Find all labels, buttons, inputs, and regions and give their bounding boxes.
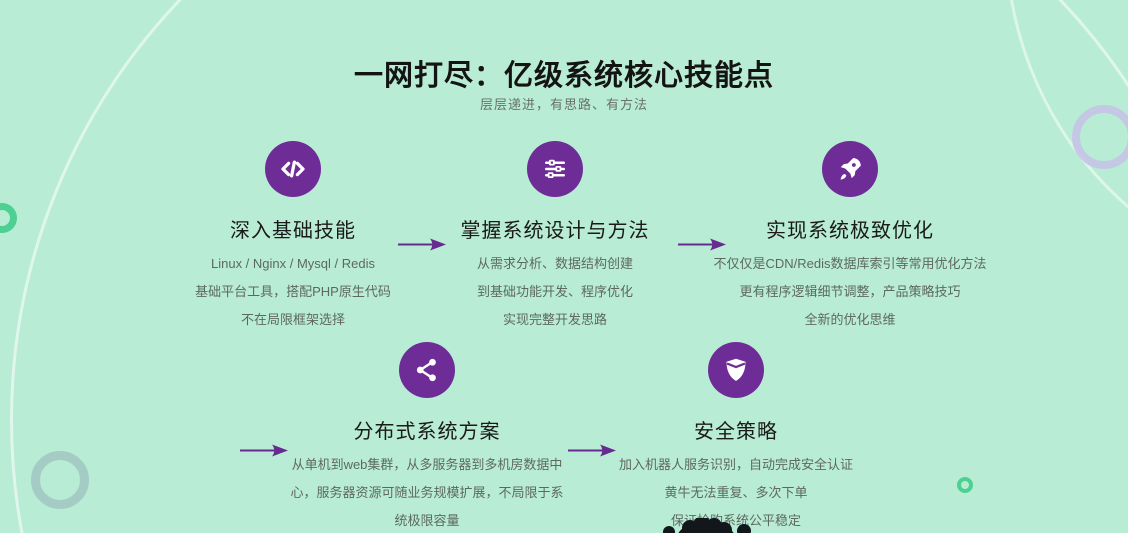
feature-line: 从需求分析、数据结构创建 <box>476 256 633 271</box>
feature-distributed-system: 分布式系统方案 从单机到web集群，从多服务器到多机房数据中 心，服务器资源可随… <box>257 342 597 533</box>
shield-icon <box>708 342 764 398</box>
feature-system-design: 掌握系统设计与方法 从需求分析、数据结构创建 到基础功能开发、程序优化 实现完整… <box>430 141 680 334</box>
feature-title: 深入基础技能 <box>230 220 356 242</box>
section-title: 一网打尽：亿级系统核心技能点 <box>353 60 774 92</box>
feature-title: 实现系统极致优化 <box>766 220 934 242</box>
rocket-icon <box>822 141 878 197</box>
feature-basic-skills: 深入基础技能 Linux / Nginx / Mysql / Redis 基础平… <box>168 141 418 334</box>
person-silhouette <box>663 518 751 533</box>
feature-line: 实现完整开发思路 <box>502 312 607 327</box>
feature-line: 基础平台工具，搭配PHP原生代码 <box>195 284 391 299</box>
feature-line: 更有程序逻辑细节调整，产品策略技巧 <box>739 284 961 299</box>
decor-ring-gray <box>31 451 89 509</box>
arrow-right-icon <box>678 238 726 251</box>
feature-security-strategy: 安全策略 加入机器人服务识别，自动完成安全认证 黄牛无法重复、多次下单 保证抢购… <box>596 342 876 533</box>
decor-ring-green-right <box>957 477 973 493</box>
arrow-right-icon <box>568 444 616 457</box>
feature-line: 加入机器人服务识别，自动完成安全认证 <box>618 457 853 472</box>
feature-title: 安全策略 <box>694 421 778 443</box>
feature-line: 心，服务器资源可随业务规模扩展，不局限于系 <box>290 485 564 500</box>
feature-optimization: 实现系统极致优化 不仅仅是CDN/Redis数据库索引等常用优化方法 更有程序逻… <box>693 141 1007 334</box>
feature-line: Linux / Nginx / Mysql / Redis <box>210 256 375 271</box>
feature-line: 到基础功能开发、程序优化 <box>476 284 633 299</box>
decor-ring-green-left <box>0 203 17 233</box>
feature-line: 全新的优化思维 <box>804 312 896 327</box>
arrow-right-icon <box>398 238 446 251</box>
feature-line: 统极限容量 <box>394 513 460 528</box>
background-arc-right <box>1005 0 1128 295</box>
feature-title: 分布式系统方案 <box>353 421 501 443</box>
sliders-icon <box>527 141 583 197</box>
feature-title: 掌握系统设计与方法 <box>460 220 650 242</box>
feature-line: 从单机到web集群，从多服务器到多机房数据中 <box>291 457 563 472</box>
feature-line: 不仅仅是CDN/Redis数据库索引等常用优化方法 <box>713 256 987 271</box>
arrow-right-icon <box>240 444 288 457</box>
code-icon <box>265 141 321 197</box>
feature-line: 黄牛无法重复、多次下单 <box>664 485 808 500</box>
section-subtitle: 层层递进，有思路、有方法 <box>479 97 648 112</box>
feature-line: 不在局限框架选择 <box>240 312 345 327</box>
share-icon <box>399 342 455 398</box>
decor-ring-lavender <box>1072 105 1128 169</box>
